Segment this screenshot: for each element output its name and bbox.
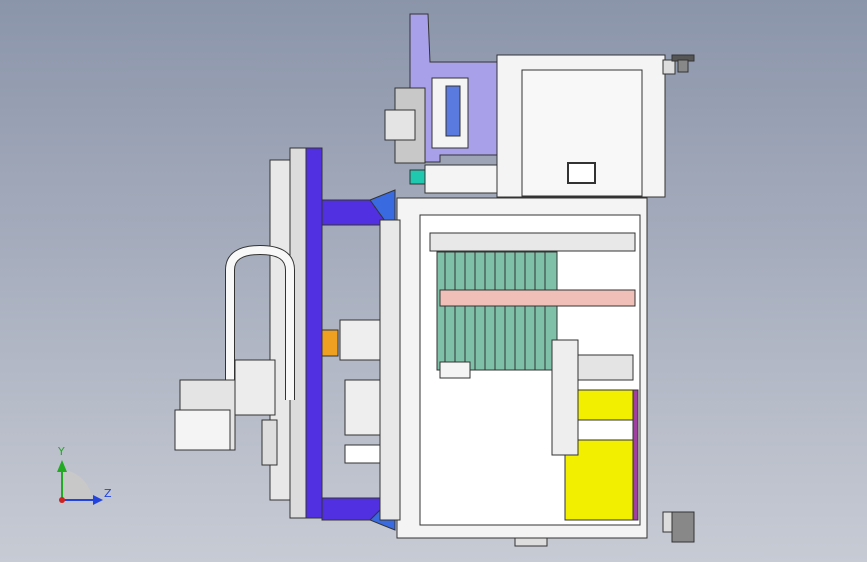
top-bracket-plate (384, 13, 501, 194)
machine-assembly[interactable] (174, 13, 695, 547)
upper-cabinet (496, 54, 695, 198)
y-axis-label: Y (57, 445, 65, 458)
pink-crossbar (439, 289, 636, 307)
middle-mechanism (321, 219, 401, 521)
coordinate-triad: Y Z (57, 445, 112, 505)
left-motor-assembly (174, 359, 278, 466)
z-axis-label: Z (104, 487, 112, 500)
lift-actuator (439, 339, 634, 456)
tube-bundle (429, 232, 636, 371)
